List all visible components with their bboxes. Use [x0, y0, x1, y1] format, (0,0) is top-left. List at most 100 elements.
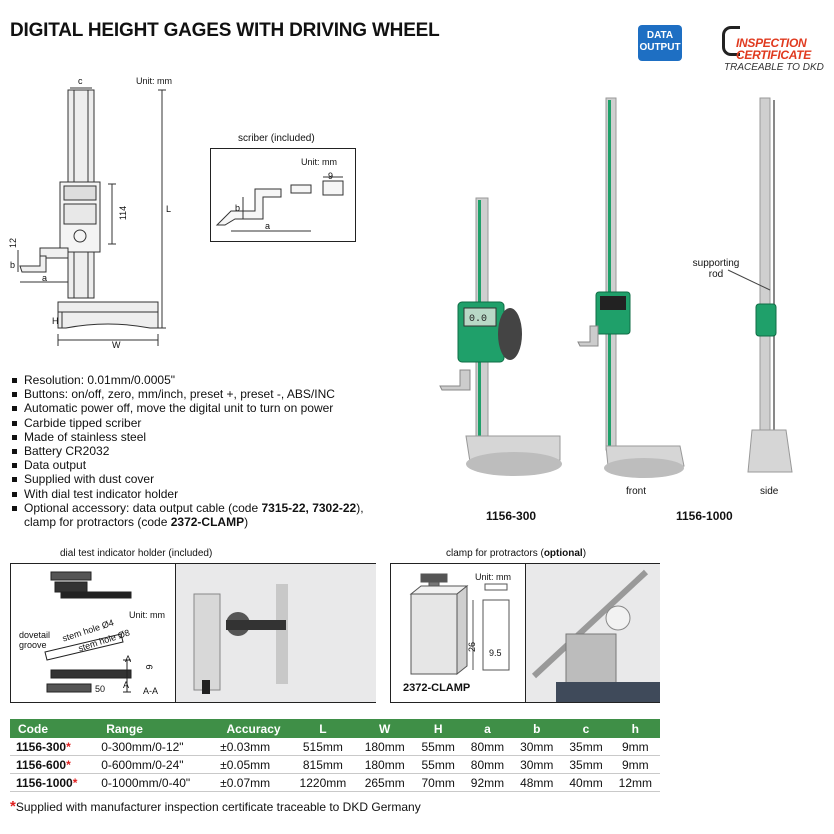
dim-W: W	[112, 340, 121, 350]
certificate-star: *	[66, 739, 71, 754]
feature-item: With dial test indicator holder	[10, 487, 364, 501]
dim-H: H	[52, 316, 59, 326]
data-output-badge-l1: DATA	[646, 30, 674, 41]
cell-W: 180mm	[355, 755, 414, 774]
certificate-star: *	[72, 775, 78, 790]
th-range: Range	[98, 719, 218, 738]
cell-b: 30mm	[512, 755, 562, 774]
features-list: Resolution: 0.01mm/0.0005" Buttons: on/o…	[10, 373, 364, 529]
cell-code: 1156-300*	[10, 738, 99, 756]
th-h: h	[610, 719, 660, 738]
cell-c: 35mm	[561, 755, 611, 774]
cell-code: 1156-600*	[10, 755, 99, 774]
cell-code: 1156-1000*	[10, 773, 99, 792]
data-output-badge-l2: OUTPUT	[639, 42, 681, 53]
clamp-dim-26: 26	[467, 641, 478, 653]
clamp-dim-9-5: 9.5	[489, 648, 502, 658]
dovetail-label: dovetail groove	[19, 630, 50, 650]
cert-line-2: CERTIFICATE	[736, 48, 811, 62]
dial-dim-A-bottom: A	[123, 680, 130, 690]
code-label-1156-1000: 1156-1000	[676, 509, 733, 523]
technical-drawing: Unit: mm c L 114 12 b a H W	[0, 76, 200, 356]
optional-code-1: 7315-22, 7302-22	[261, 500, 357, 515]
feature-item: Data output	[10, 458, 364, 472]
feature-item: Battery CR2032	[10, 444, 364, 458]
dim-c: c	[78, 76, 83, 86]
specifications-table: Code Range Accuracy L W H a b c h 1156-3…	[10, 719, 660, 792]
dial-dim-A-top: A	[125, 654, 132, 664]
dovetail-l2: groove	[19, 640, 47, 650]
cell-b: 48mm	[512, 773, 562, 792]
gage-1156-1000-side	[727, 97, 793, 473]
clamp-unit: Unit: mm	[475, 572, 511, 582]
optional-line2-prefix: clamp for protractors (code	[24, 515, 171, 530]
side-label: side	[760, 486, 779, 497]
dial-holder-box: Unit: mm dovetail groove stem hole Ø4 st…	[10, 563, 376, 703]
optional-mid: ),	[356, 500, 364, 515]
th-c: c	[561, 719, 611, 738]
code-text: 1156-1000	[16, 775, 73, 790]
scriber-dim-9: 9	[328, 171, 334, 181]
cert-line-3: TRACEABLE TO DKD	[724, 62, 824, 73]
table-header-row: Code Range Accuracy L W H a b c h	[10, 719, 660, 738]
product-photos: 0.0 supporting rod front side	[430, 90, 834, 497]
code-text: 1156-300	[16, 739, 67, 754]
clamp-caption: clamp for protractors (optional)	[446, 548, 586, 559]
cell-range: 0-600mm/0-24"	[98, 755, 218, 774]
cell-W: 180mm	[355, 738, 414, 756]
cell-accuracy: ±0.03mm	[217, 738, 290, 756]
clamp-caption-suffix: )	[582, 548, 587, 559]
clamp-photo	[525, 564, 660, 702]
code-text: 1156-600	[16, 757, 67, 772]
optional-prefix: Optional accessory: data output cable (c…	[24, 500, 262, 515]
feature-item: Resolution: 0.01mm/0.0005"	[10, 373, 364, 387]
dovetail-l1: dovetail	[19, 630, 51, 640]
supporting-rod-l1: supporting	[692, 258, 740, 269]
footnote-star: *	[10, 798, 16, 815]
dial-section-AA: A-A	[143, 686, 159, 696]
code-label-1156-300: 1156-300	[486, 509, 537, 523]
cell-H: 55mm	[413, 755, 463, 774]
cell-L: 515mm	[289, 738, 356, 756]
optional-code-2: 2372-CLAMP	[170, 515, 245, 530]
feature-item-optional: Optional accessory: data output cable (c…	[10, 501, 364, 529]
clamp-code-label: 2372-CLAMP	[403, 682, 471, 694]
table-row: 1156-600* 0-600mm/0-24" ±0.05mm 815mm 18…	[10, 755, 660, 774]
gage-display: 0.0	[468, 314, 487, 325]
th-b: b	[512, 719, 562, 738]
height-gage-drawing	[17, 87, 166, 346]
cell-c: 35mm	[561, 738, 611, 756]
dim-12: 12	[8, 237, 19, 249]
cell-a: 92mm	[462, 773, 513, 792]
cell-L: 1220mm	[289, 773, 356, 792]
dial-dim-9: 9	[144, 664, 155, 670]
scriber-unit: Unit: mm	[301, 157, 337, 167]
scriber-caption: scriber (included)	[238, 133, 315, 144]
inspection-certificate-badge: INSPECTION CERTIFICATE TRACEABLE TO DKD	[722, 26, 832, 74]
cell-c: 40mm	[561, 773, 611, 792]
cert-line-1: INSPECTION	[736, 36, 807, 50]
gage-1156-1000-front	[577, 97, 685, 478]
dim-b: b	[10, 260, 16, 270]
clamp-drawing	[409, 573, 510, 676]
footnote-text: Supplied with manufacturer inspection ce…	[15, 800, 421, 814]
cell-h: 12mm	[610, 773, 660, 792]
page-title: DIGITAL HEIGHT GAGES WITH DRIVING WHEEL	[10, 20, 440, 41]
dim-114: 114	[118, 205, 129, 221]
scriber-dim-b: b	[235, 203, 241, 213]
supporting-rod-l2: rod	[708, 269, 724, 280]
cell-H: 55mm	[413, 738, 463, 756]
th-L: L	[289, 719, 356, 738]
dial-holder-photo-illustration	[193, 584, 288, 694]
gage-1156-300	[439, 197, 562, 476]
cell-b: 30mm	[512, 738, 562, 756]
dial-holder-caption: dial test indicator holder (included)	[60, 548, 213, 559]
drawing-unit: Unit: mm	[136, 76, 172, 86]
certificate-icon	[722, 26, 740, 56]
cell-a: 80mm	[462, 755, 513, 774]
data-output-badge: DATA OUTPUT	[638, 25, 682, 61]
optional-suffix: )	[244, 515, 249, 530]
front-label: front	[626, 486, 647, 497]
cell-W: 265mm	[355, 773, 414, 792]
cell-h: 9mm	[610, 738, 660, 756]
